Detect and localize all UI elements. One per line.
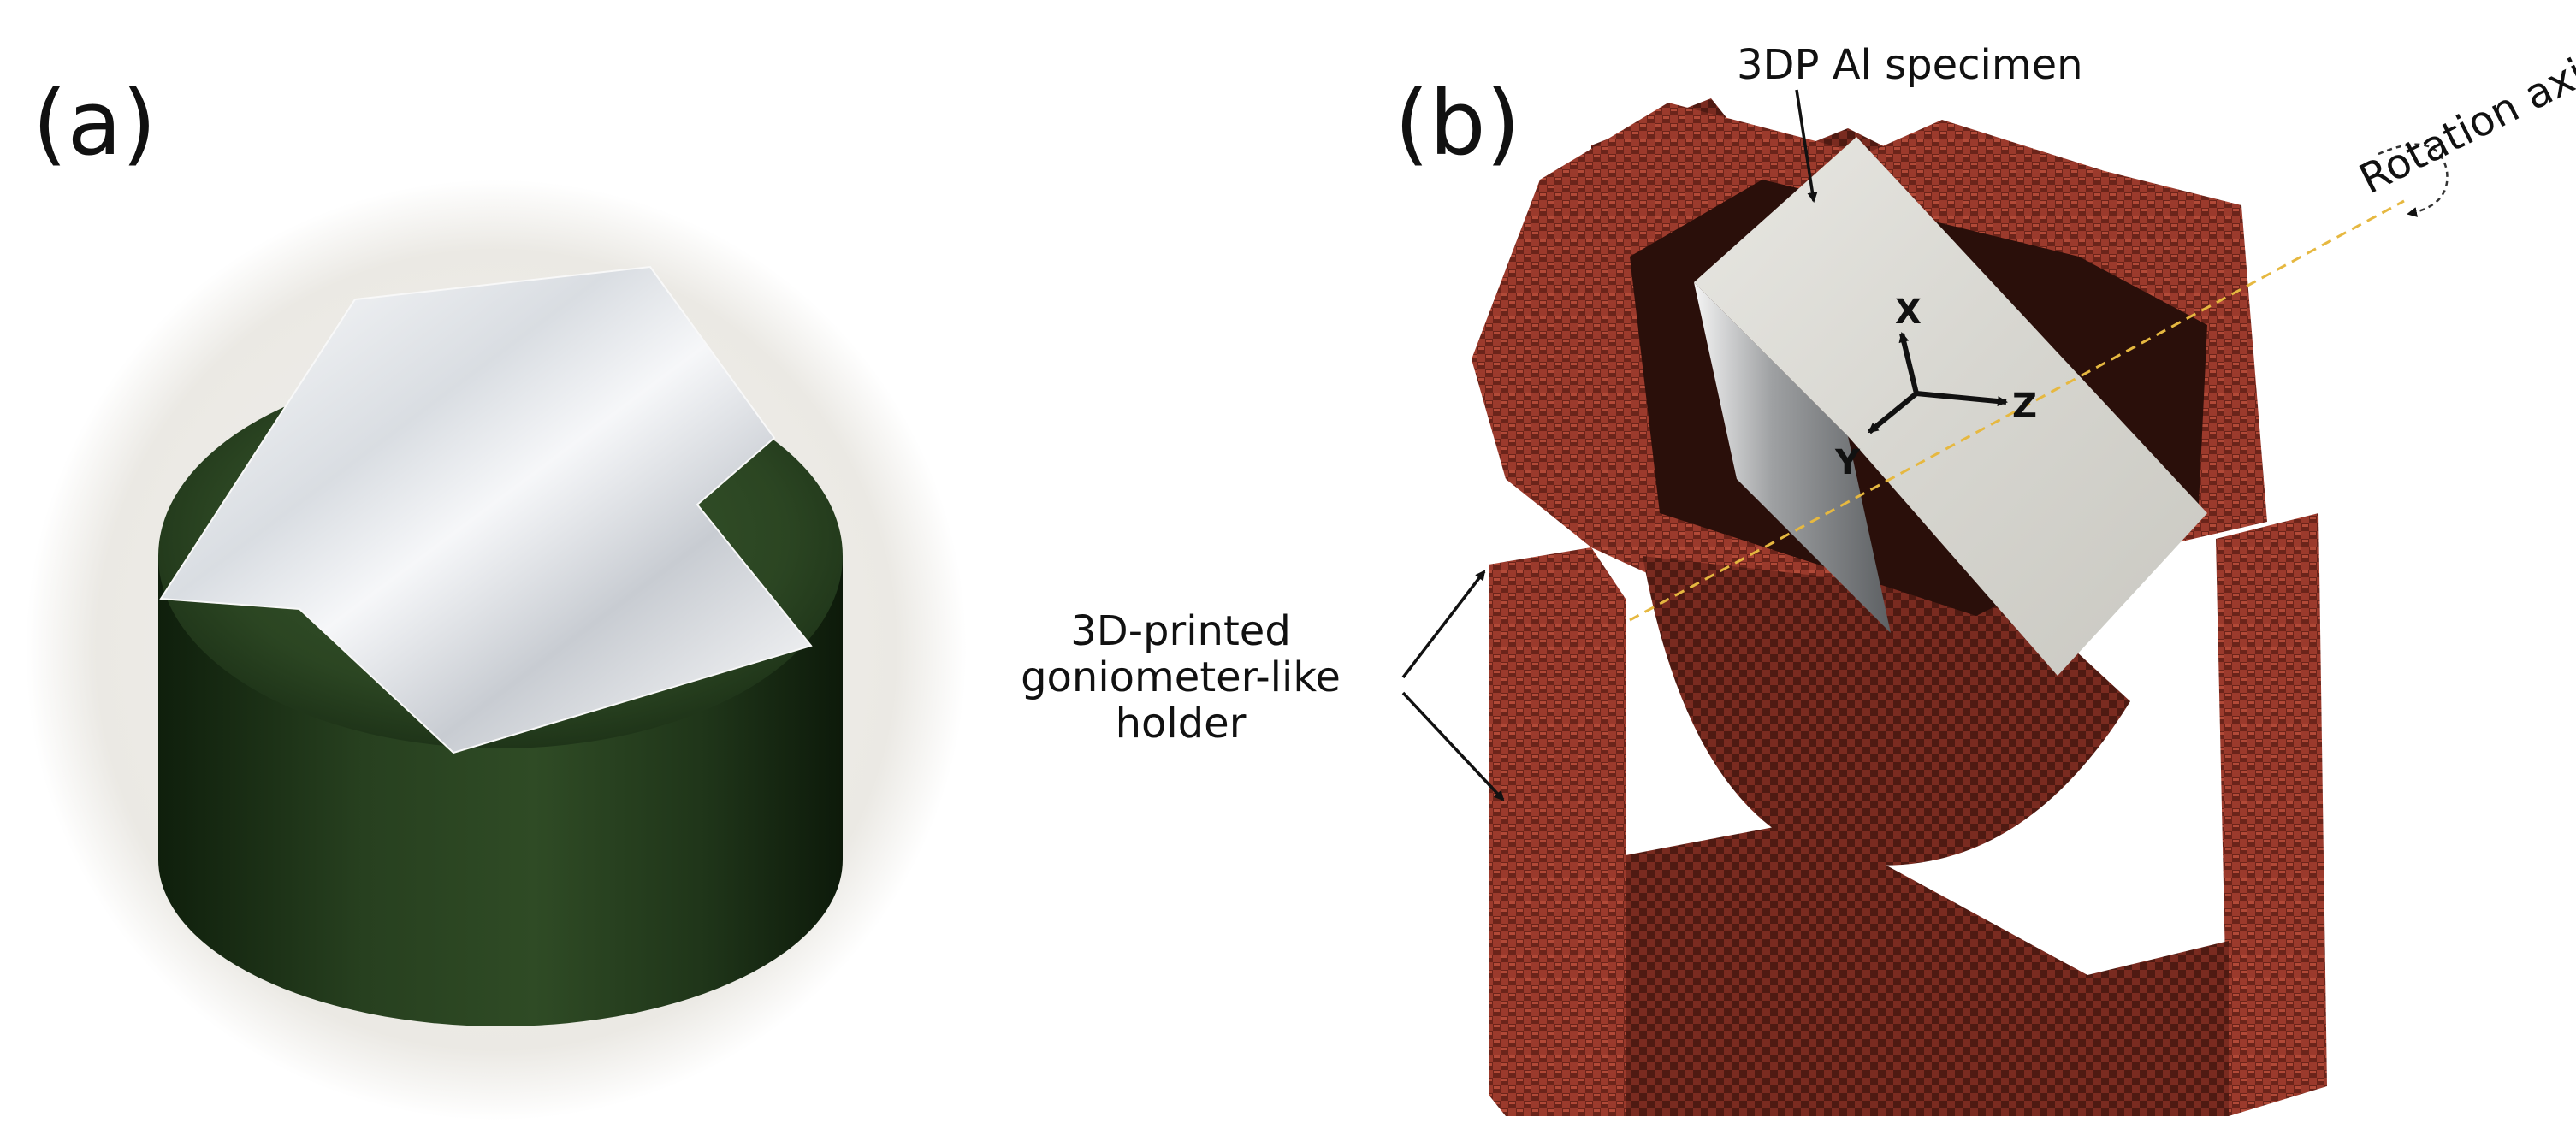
axis-y-arrow: [1868, 391, 1918, 434]
holder-label-line-3: holder: [1115, 699, 1247, 748]
holder-label-line-2: goniometer-like: [1021, 653, 1341, 701]
panel-a: (a): [0, 0, 992, 1129]
specimen-polished-face: [159, 265, 813, 754]
specimen-top-face: [1694, 137, 2207, 676]
holder-cradle: [1643, 556, 2130, 866]
rotation-axis-line: [1629, 199, 2405, 622]
coordinate-axes: [1868, 332, 2008, 434]
panel-label-b: (b): [1395, 71, 1521, 175]
holder-pointer-arrow-upper: [1401, 570, 1486, 679]
mounted-specimen-photo: [26, 180, 967, 1120]
specimen-pointer-arrow: [1795, 89, 1818, 203]
axis-z-label: Z: [2012, 387, 2038, 426]
rotation-arrow-icon: [2378, 143, 2449, 217]
axis-x-label: X: [1895, 293, 1922, 332]
holder-right-column: [2216, 513, 2327, 1116]
panel-b: (b) 3DP Al specimen 3D-printed goniomete…: [992, 0, 2576, 1129]
holder-base-plate: [1626, 821, 2229, 1116]
holder-label-line-1: 3D-printed: [1070, 607, 1291, 655]
holder-pointer-arrow-lower: [1401, 691, 1505, 801]
axis-y-label: Y: [1835, 443, 1860, 482]
panel-label-a: (a): [33, 71, 157, 175]
holder-render: [1401, 89, 2449, 1116]
axis-z-arrow: [1916, 391, 2008, 407]
specimen-label: 3DP Al specimen: [1737, 41, 2083, 89]
holder-label: 3D-printed goniometer-like holder: [997, 607, 1365, 748]
holder-left-column: [1489, 547, 1626, 1116]
specimen-side-face: [1694, 282, 1891, 633]
axis-x-arrow: [1898, 332, 1919, 394]
